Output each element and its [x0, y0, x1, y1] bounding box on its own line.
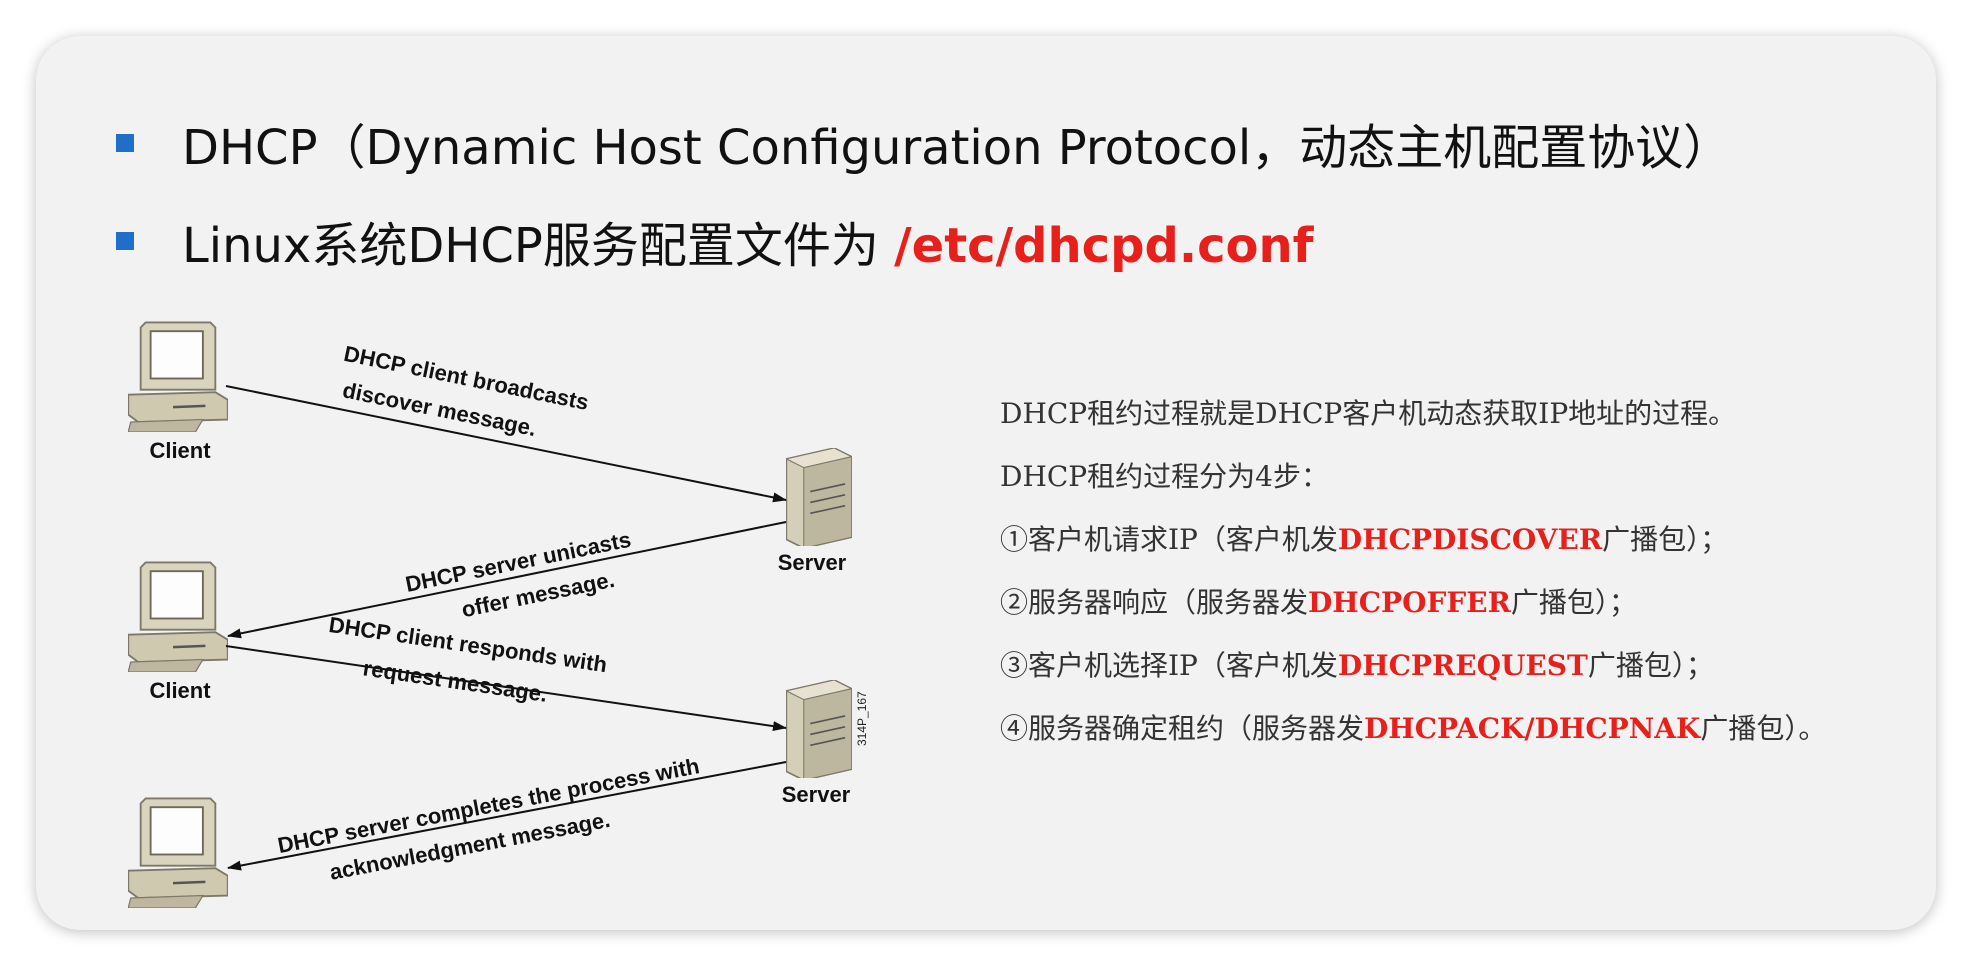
square-bullet-icon: [116, 232, 134, 250]
step-3: ③客户机选择IP（客户机发DHCPREQUEST广播包）；: [1000, 634, 1826, 697]
bullet-config-file: Linux系统DHCP服务配置文件为 /etc/dhcpd.conf: [116, 206, 1314, 276]
step-text: 广播包）；: [1510, 586, 1637, 619]
ack-message: DHCP server completes the process with a…: [276, 753, 702, 885]
figure-id: 314P_167: [855, 691, 869, 746]
server-icon: [786, 680, 852, 778]
step-1: ①客户机请求IP（客户机发DHCPDISCOVER广播包）；: [1000, 508, 1826, 571]
step-text: ④服务器确定租约（服务器发: [1000, 712, 1365, 745]
packet-name: DHCPREQUEST: [1337, 649, 1588, 682]
step-text: 广播包）；: [1602, 523, 1729, 556]
step-text: 广播包）。: [1700, 712, 1827, 745]
steps-intro: DHCP租约过程就是DHCP客户机动态获取IP地址的过程。: [1000, 397, 1737, 430]
client-computer-icon: [128, 561, 228, 672]
ack-arrow: [227, 761, 787, 871]
dhcp-lease-diagram: Client Client Client Server Server 314P_…: [128, 321, 869, 908]
packet-name: DHCPDISCOVER: [1337, 523, 1603, 556]
bullet-text-prefix: Linux系统DHCP服务配置文件为: [182, 218, 895, 274]
client-label: Client: [149, 678, 211, 703]
config-path: /etc/dhcpd.conf: [894, 218, 1314, 274]
packet-name: DHCPOFFER: [1308, 586, 1511, 619]
bullet-text: DHCP（Dynamic Host Configuration Protocol…: [182, 120, 1732, 176]
bullet-dhcp-definition: DHCP（Dynamic Host Configuration Protocol…: [116, 108, 1731, 178]
request-arrow: [225, 645, 787, 732]
step-text: ①客户机请求IP（客户机发: [1000, 523, 1338, 556]
server-label: Server: [782, 782, 851, 807]
packet-name: DHCPACK/DHCPNAK: [1364, 712, 1701, 745]
step-text: ③客户机选择IP（客户机发: [1000, 649, 1338, 682]
slide: DHCP（Dynamic Host Configuration Protocol…: [36, 36, 1936, 930]
server-label: Server: [778, 550, 847, 575]
client-label: Client: [149, 438, 211, 463]
steps-count: DHCP租约过程分为4步：: [1000, 460, 1329, 493]
square-bullet-icon: [116, 134, 134, 152]
step-text: 广播包）；: [1587, 649, 1714, 682]
offer-arrow: [227, 521, 787, 639]
client-computer-icon: [128, 321, 228, 432]
request-message: DHCP client responds with request messag…: [327, 612, 608, 707]
step-text: ②服务器响应（服务器发: [1000, 586, 1309, 619]
client-computer-icon: [128, 797, 228, 908]
discover-arrow: [225, 385, 787, 503]
step-2: ②服务器响应（服务器发DHCPOFFER广播包）；: [1000, 571, 1826, 634]
step-4: ④服务器确定租约（服务器发DHCPACK/DHCPNAK广播包）。: [1000, 697, 1826, 760]
bullet-text: Linux系统DHCP服务配置文件为 /etc/dhcpd.conf: [182, 206, 1314, 276]
lease-process-steps: DHCP租约过程就是DHCP客户机动态获取IP地址的过程。 DHCP租约过程分为…: [1000, 382, 1826, 760]
server-icon: [786, 448, 852, 546]
offer-message: DHCP server unicasts offer message.: [403, 527, 633, 623]
